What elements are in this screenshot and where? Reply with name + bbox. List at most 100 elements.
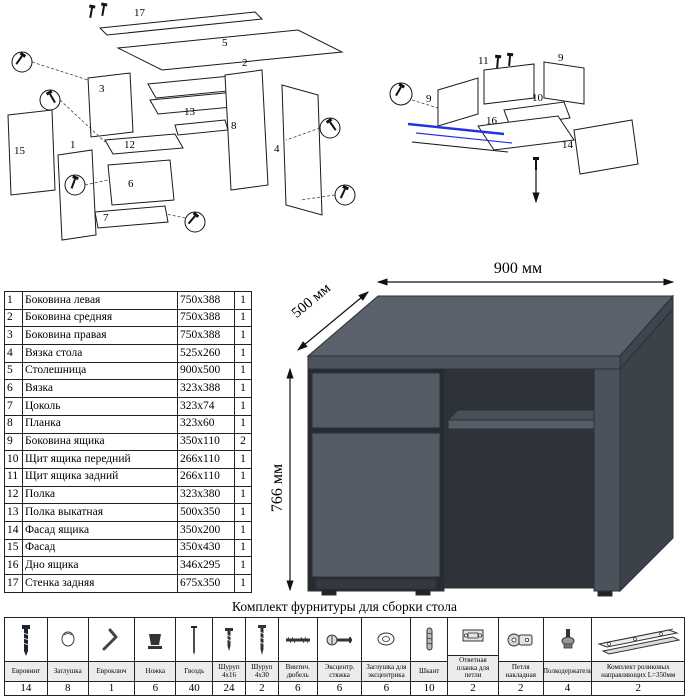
part-size: 350x430 xyxy=(177,538,235,558)
part-size: 323x60 xyxy=(177,414,235,434)
part-number-labels: 9 11 9 10 16 14 xyxy=(426,52,574,151)
hardware-item-name: Шуруп 4x16 xyxy=(213,661,245,681)
hardware-item-qty: 6 xyxy=(135,681,176,695)
hardware-item: Шуруп 4x30 2 xyxy=(244,618,278,695)
part-size: 350x110 xyxy=(177,432,235,452)
hex-key-icon xyxy=(89,618,135,661)
part-number: 2 xyxy=(4,308,23,328)
part-name: Боковина ящика xyxy=(22,432,178,452)
hardware-item-name: Винтич. дюбель xyxy=(278,661,317,681)
part-number: 14 xyxy=(4,520,23,540)
part-number-label: 12 xyxy=(124,139,135,151)
hardware-detail-callouts xyxy=(389,52,540,204)
cam-bolt-icon xyxy=(318,618,362,661)
nail-icon xyxy=(176,618,212,661)
hinge-icon xyxy=(499,618,543,661)
part-size: 900x500 xyxy=(177,361,235,381)
part-size: 323x380 xyxy=(177,485,235,505)
confirmat-screw-icon xyxy=(5,618,47,661)
part-name: Цоколь xyxy=(22,397,178,416)
hardware-item-qty: 24 xyxy=(213,681,245,695)
hardware-item: Заглушка для эксцентрика 6 xyxy=(361,618,411,695)
plug-icon xyxy=(48,618,88,661)
part-number-label: 15 xyxy=(14,145,26,157)
hardware-detail-callouts xyxy=(11,1,356,233)
part-number: 10 xyxy=(4,450,23,469)
width-dimension-label: 900 мм xyxy=(494,260,542,277)
hardware-item-name: Ножка xyxy=(135,661,176,681)
part-number: 7 xyxy=(4,397,23,416)
hardware-item-name: Шкант xyxy=(411,661,448,681)
part-size: 750x388 xyxy=(177,308,235,328)
part-number: 9 xyxy=(4,432,23,452)
hardware-item: Ответная планка для петли 2 xyxy=(447,618,498,695)
part-number: 12 xyxy=(4,485,23,505)
part-name: Щит ящика задний xyxy=(22,467,178,487)
hardware-item: Ножка 6 xyxy=(134,618,176,695)
hardware-item: Евровинт 14 xyxy=(5,618,47,695)
desk-body xyxy=(306,294,675,597)
part-number-label: 7 xyxy=(103,212,109,224)
part-number: 3 xyxy=(4,326,23,346)
hardware-item: Винтич. дюбель 6 xyxy=(277,618,317,695)
hardware-item-qty: 6 xyxy=(362,681,411,695)
hardware-item-name: Заглушка для эксцентрика xyxy=(362,661,411,681)
part-number-label: 4 xyxy=(274,143,280,155)
part-size: 525x260 xyxy=(177,344,235,363)
part-size: 500x350 xyxy=(177,503,235,522)
part-qty: 1 xyxy=(234,379,252,399)
part-number-label: 5 xyxy=(222,37,228,49)
part-number: 16 xyxy=(4,556,23,575)
hardware-item-name: Комплект роликовых направляющих L=350мм xyxy=(592,661,685,681)
hardware-item-name: Евроключ xyxy=(88,661,135,681)
part-name: Полка выкатная xyxy=(22,503,178,522)
part-number-label: 9 xyxy=(426,93,432,105)
hardware-item-qty: 2 xyxy=(498,681,543,695)
hardware-item: Петля накладная 2 xyxy=(497,618,543,695)
part-number: 13 xyxy=(4,503,23,522)
hardware-item: Полкодержатель 4 xyxy=(542,618,592,695)
part-number: 15 xyxy=(4,538,23,558)
hardware-item-qty: 8 xyxy=(47,681,88,695)
part-number-label: 3 xyxy=(99,83,105,95)
roller-guide-rails xyxy=(407,122,513,153)
hardware-item-qty: 6 xyxy=(278,681,317,695)
part-number-label: 11 xyxy=(478,55,489,67)
part-number-label: 14 xyxy=(562,139,574,151)
part-qty: 1 xyxy=(234,574,252,593)
hardware-item-qty: 1 xyxy=(88,681,135,695)
part-number: 4 xyxy=(4,344,23,363)
cam-cover-icon xyxy=(362,618,410,661)
part-number-label: 1 xyxy=(70,139,76,151)
hardware-item-qty: 6 xyxy=(317,681,362,695)
hardware-item: Шкант 10 xyxy=(410,618,448,695)
part-name: Фасад xyxy=(22,538,178,558)
hardware-item-qty: 10 xyxy=(411,681,448,695)
part-size: 323x388 xyxy=(177,379,235,399)
hardware-item-name: Петля накладная xyxy=(498,661,543,681)
part-qty: 1 xyxy=(234,291,252,310)
part-name: Боковина правая xyxy=(22,326,178,346)
part-name: Полка xyxy=(22,485,178,505)
dowel-screw-icon xyxy=(279,618,317,661)
height-dimension-label: 766 мм xyxy=(269,464,286,512)
part-number-label: 9 xyxy=(558,52,564,64)
part-number: 6 xyxy=(4,379,23,399)
hardware-item: Эксцентр. стяжка 6 xyxy=(316,618,362,695)
part-size: 266x110 xyxy=(177,450,235,469)
part-number: 17 xyxy=(4,574,23,593)
part-number: 8 xyxy=(4,414,23,434)
part-qty: 2 xyxy=(234,432,252,452)
part-number-label: 16 xyxy=(486,115,498,127)
hardware-kit-table: Евровинт 14 Заглушка 8 Евроключ 1 Ножка … xyxy=(4,617,685,696)
part-number-labels: 17 5 3 13 12 6 7 15 1 2 4 8 xyxy=(14,7,280,224)
